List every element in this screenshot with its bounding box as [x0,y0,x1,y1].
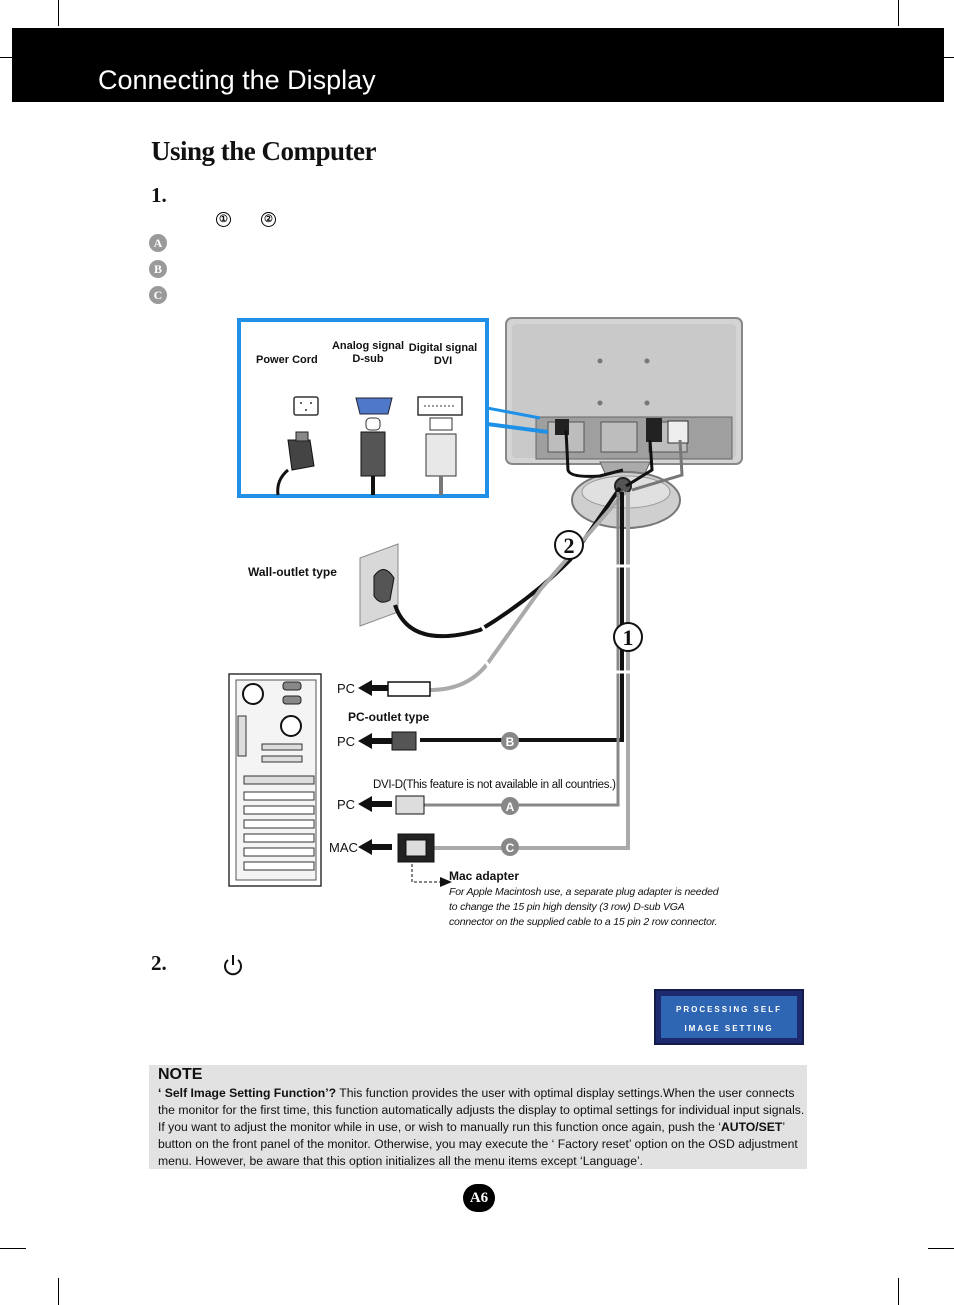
section-title: Using the Computer [151,136,377,166]
callout-2-circle [554,530,584,560]
crop-mark [58,0,59,26]
crop-mark [0,57,12,58]
pc-label-2: PC [337,734,356,749]
osd-message-box: PROCESSING SELF IMAGE SETTING [654,989,804,1045]
wall-outlet-label: Wall-outlet type [248,565,337,579]
pc-label-1: PC [337,681,356,696]
pc-outlet-label: PC-outlet type [348,710,430,724]
badge-b: B [149,260,167,278]
callout-1: 1 [623,625,634,650]
crop-mark [58,1278,59,1305]
callout-1-circle [613,622,643,652]
crop-mark [0,1248,26,1249]
badge-c: C [149,286,167,304]
step-marker-1: ① [216,212,231,227]
osd-message-panel: PROCESSING SELF IMAGE SETTING [661,996,797,1038]
dvi-note: DVI-D(This feature is not available in a… [373,779,616,791]
note-question: ‘ Self Image Setting Function’? [158,1086,337,1100]
pc-arrows [358,680,392,855]
wall-outlet [359,543,399,627]
crop-mark [898,0,899,26]
note-box [149,1065,807,1169]
cable-label-a: A [506,800,515,814]
mac-label: MAC [329,840,358,855]
header-bar [12,28,944,102]
cable-label-b: B [506,735,515,749]
osd-line-1: PROCESSING SELF [675,1005,782,1014]
osd-line-2: IMAGE SETTING [684,1024,774,1033]
note-heading: NOTE [158,1066,203,1083]
page-title: Connecting the Display [98,65,376,95]
mac-adapter-leader [411,864,440,883]
analog-signal-label: Analog signal D-sub [331,340,405,365]
crop-mark [898,1278,899,1305]
power-cord-label: Power Cord [256,354,318,366]
pc-label-3: PC [337,797,356,812]
mac-adapter-title: Mac adapter [449,869,520,883]
callout-2: 2 [564,533,575,558]
cable-plugs [387,681,435,863]
step-1-number: 1. [151,183,167,207]
note-body-2: ’ button on the front panel of the monit… [158,1120,798,1168]
step-2-number: 2. [151,951,167,975]
crop-mark [928,1248,954,1249]
note-text: ‘ Self Image Setting Function’? This fun… [158,1085,806,1170]
cables [393,429,684,850]
computer-tower [228,673,322,887]
monitor-back [505,317,743,465]
power-icon [224,955,242,976]
crop-mark [944,57,954,58]
note-body-1: This function provides the user with opt… [158,1086,805,1134]
step-marker-2: ② [261,212,276,227]
mac-adapter-text: For Apple Macintosh use, a separate plug… [449,886,719,928]
cable-label-c: C [506,841,515,855]
digital-signal-label: Digital signal DVI [408,342,478,367]
badge-a: A [149,234,167,252]
page-number: A6 [463,1184,495,1212]
connector-detail-box [237,318,549,498]
note-button-name: AUTO/SET [720,1120,783,1134]
